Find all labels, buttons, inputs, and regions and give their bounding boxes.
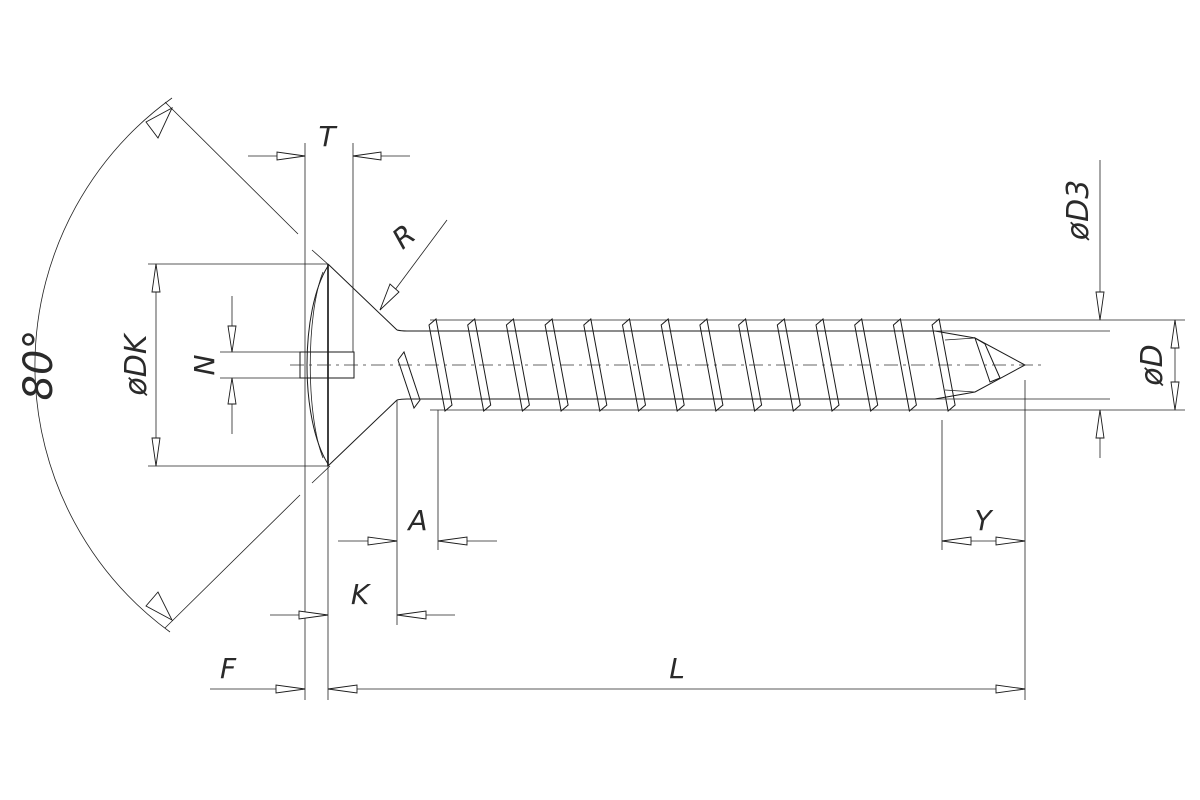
angle-label: 80° bbox=[16, 330, 62, 401]
thread-flight bbox=[621, 318, 647, 412]
r-label: R bbox=[386, 218, 422, 256]
thread-flight bbox=[738, 318, 763, 412]
dimension-lines bbox=[34, 97, 1176, 690]
thread-flight bbox=[776, 318, 801, 412]
a-label: A bbox=[406, 504, 427, 537]
extension-lines bbox=[148, 101, 1185, 700]
thread-flight bbox=[505, 318, 530, 412]
thread-flight bbox=[467, 318, 492, 412]
thread-flight bbox=[815, 318, 840, 412]
t-label: T bbox=[318, 120, 337, 153]
d-label: øD bbox=[1135, 344, 1170, 386]
thread-flight bbox=[699, 318, 724, 412]
n-label: N bbox=[188, 354, 221, 375]
dimension-labels: 80° T R øDK N A K F L Y øD3 øD bbox=[16, 120, 1170, 685]
thread-flight bbox=[583, 318, 608, 412]
d3-label: øD3 bbox=[1061, 180, 1096, 242]
y-label: Y bbox=[974, 504, 993, 537]
thread-flight bbox=[854, 318, 879, 412]
screw-shank bbox=[397, 319, 945, 411]
thread-flight bbox=[931, 318, 956, 412]
dk-label: øDK bbox=[119, 332, 154, 396]
arrowheads bbox=[145, 106, 1180, 694]
l-label: L bbox=[669, 652, 685, 685]
f-label: F bbox=[220, 652, 237, 685]
thread-flight bbox=[660, 318, 685, 412]
thread-flight bbox=[892, 318, 917, 412]
k-label: K bbox=[351, 578, 372, 611]
thread-flight bbox=[428, 318, 453, 412]
thread-flights bbox=[428, 318, 956, 412]
thread-flight bbox=[544, 318, 569, 412]
